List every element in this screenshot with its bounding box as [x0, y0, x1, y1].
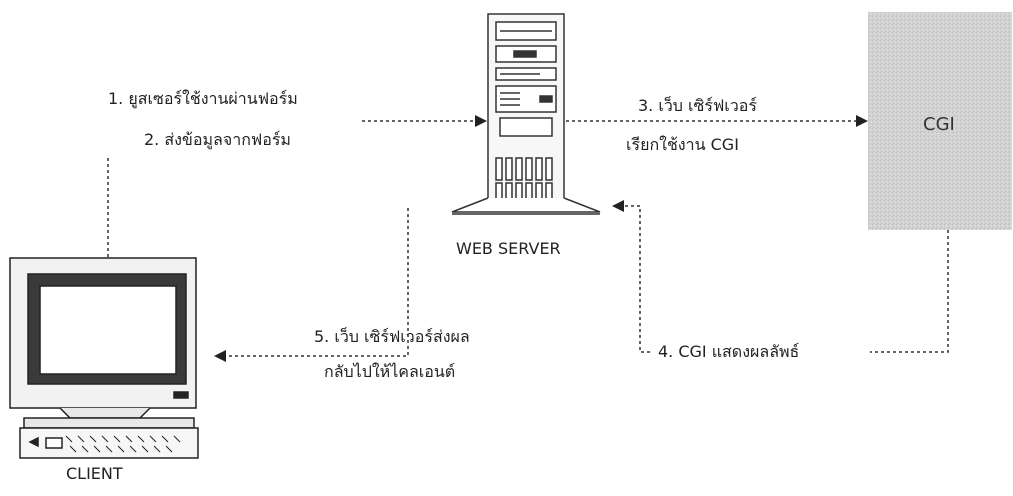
step1-label: 1. ยูสเซอร์ใช้งานผ่านฟอร์ม — [108, 89, 298, 108]
step3-label-line2: เรียกใช้งาน CGI — [626, 135, 739, 154]
connectors — [107, 120, 949, 357]
step4-arrow-line — [870, 230, 949, 353]
step4-upward-line — [624, 205, 650, 353]
web-server-label: WEB SERVER — [456, 239, 561, 258]
arrowhead-to-client — [214, 350, 226, 362]
cgi-box — [868, 12, 1012, 230]
arrowhead-to-cgi — [856, 115, 868, 127]
cgi-label: CGI — [923, 114, 955, 135]
arrowheads — [214, 115, 868, 362]
step5-label-line1: 5. เว็บ เซิร์ฟเวอร์ส่งผล — [314, 327, 470, 346]
client-label: CLIENT — [66, 464, 123, 483]
web-server-icon — [451, 13, 601, 215]
client-computer-icon — [9, 257, 199, 459]
step3-label-line1: 3. เว็บ เซิร์ฟเวอร์ — [638, 96, 757, 115]
arrowhead-to-server-return — [612, 200, 624, 212]
step2-label: 2. ส่งข้อมูลจากฟอร์ม — [144, 130, 291, 149]
arrowhead-to-server — [475, 115, 487, 127]
step4-label: 4. CGI แสดงผลลัพธ์ — [656, 342, 802, 362]
step5-label-line2: กลับไปให้ไคลเอนต์ — [324, 362, 456, 381]
step5-arrow-line — [228, 208, 409, 357]
